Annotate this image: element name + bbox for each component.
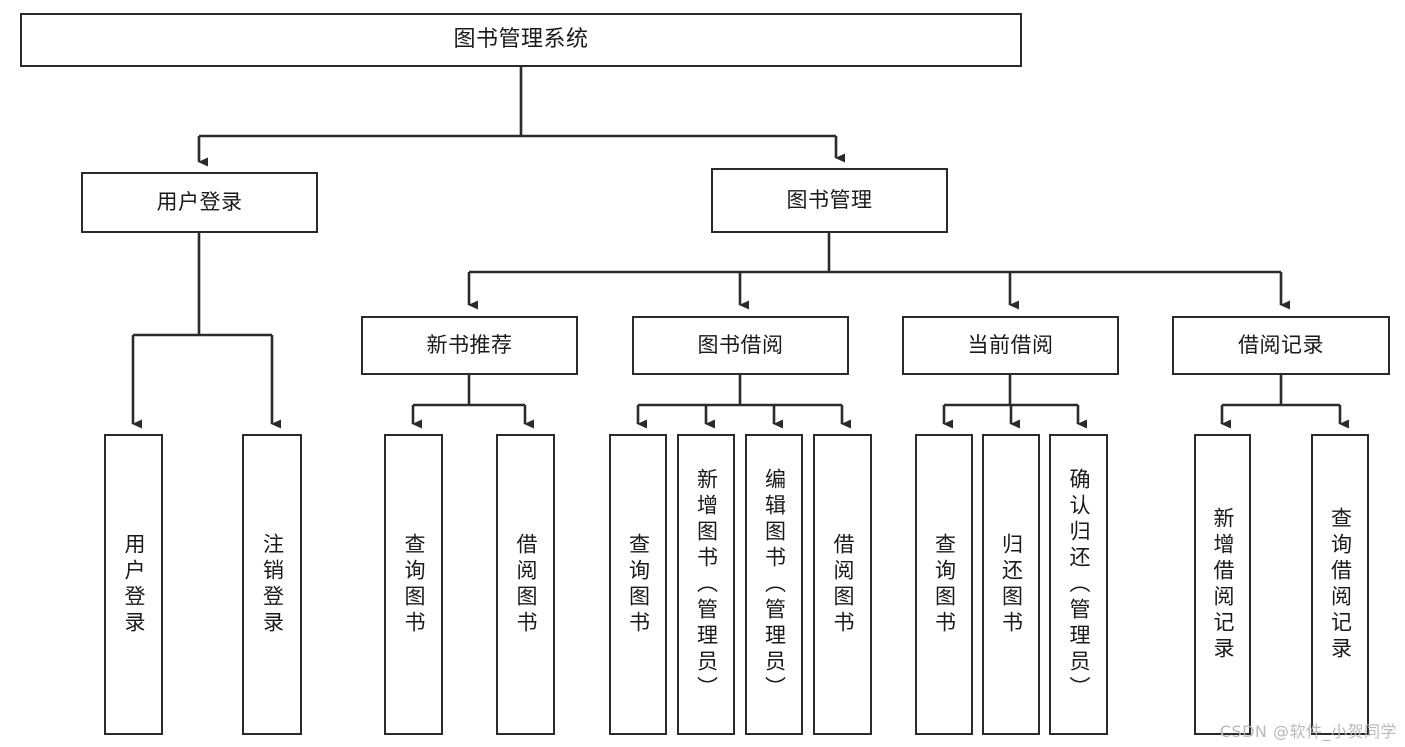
node-label: 确认归还（管理员）	[1067, 467, 1092, 702]
leaf-edit-book[interactable]: 编辑图书（管理员）	[745, 434, 803, 735]
node-label: 图书管理	[786, 188, 873, 213]
node-label: 新增借阅记录	[1211, 506, 1236, 663]
node-label: 当前借阅	[967, 333, 1054, 358]
node-label: 查询图书	[932, 532, 957, 637]
node-label: 图书管理系统	[453, 26, 589, 52]
node-label: 归还图书	[999, 532, 1024, 637]
node-label: 查询借阅记录	[1328, 506, 1353, 663]
node-user-login[interactable]: 用户登录	[81, 172, 318, 233]
node-label: 注销登录	[260, 532, 285, 637]
node-label: 借阅图书	[514, 532, 539, 637]
node-label: 用户登录	[156, 190, 243, 215]
node-label: 借阅记录	[1238, 333, 1324, 358]
leaf-user-login[interactable]: 用户登录	[104, 434, 163, 735]
leaf-query-book-borrow[interactable]: 查询图书	[609, 434, 667, 735]
node-label: 新增图书（管理员）	[694, 467, 719, 702]
node-book-borrow[interactable]: 图书借阅	[632, 316, 849, 375]
node-new-book-recommend[interactable]: 新书推荐	[361, 316, 578, 375]
leaf-borrow-book-recommend[interactable]: 借阅图书	[496, 434, 555, 735]
node-borrow-record[interactable]: 借阅记录	[1172, 316, 1390, 375]
leaf-add-book[interactable]: 新增图书（管理员）	[677, 434, 735, 735]
leaf-add-borrow-record[interactable]: 新增借阅记录	[1194, 434, 1251, 735]
leaf-logout-login[interactable]: 注销登录	[242, 434, 302, 735]
node-label: 用户登录	[122, 532, 147, 637]
leaf-query-book-current[interactable]: 查询图书	[915, 434, 973, 735]
node-label: 借阅图书	[831, 532, 856, 637]
node-root-system[interactable]: 图书管理系统	[20, 13, 1022, 67]
node-label: 图书借阅	[697, 333, 784, 358]
csdn-watermark: CSDN @软件_小贺同学	[1219, 722, 1397, 741]
leaf-query-borrow-record[interactable]: 查询借阅记录	[1311, 434, 1369, 735]
node-book-manage[interactable]: 图书管理	[711, 168, 948, 233]
leaf-return-book[interactable]: 归还图书	[982, 434, 1040, 735]
leaf-query-book-recommend[interactable]: 查询图书	[384, 434, 443, 735]
leaf-confirm-return[interactable]: 确认归还（管理员）	[1049, 434, 1108, 735]
node-label: 编辑图书（管理员）	[762, 467, 787, 702]
node-label: 查询图书	[626, 532, 651, 637]
node-label: 新书推荐	[426, 333, 513, 358]
node-label: 查询图书	[402, 532, 427, 637]
leaf-borrow-book[interactable]: 借阅图书	[813, 434, 872, 735]
node-current-borrow[interactable]: 当前借阅	[902, 316, 1119, 375]
